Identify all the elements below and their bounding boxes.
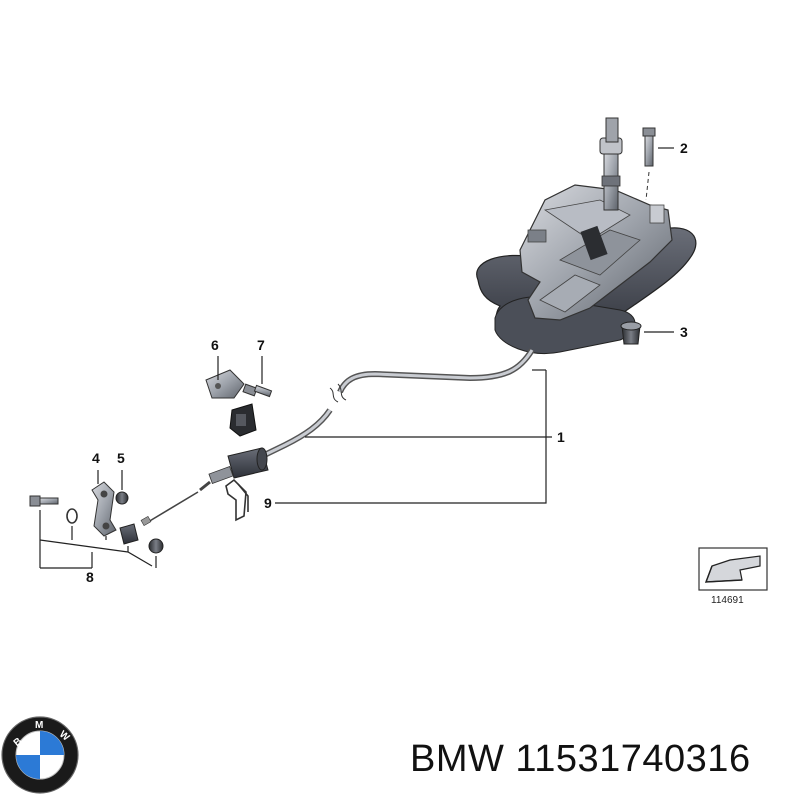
bracket-part-6 — [205, 356, 245, 399]
callout-8: 8 — [86, 569, 94, 585]
part-number-title: BMW 11531740316 — [410, 738, 751, 780]
gear-selector-housing — [476, 117, 697, 354]
direction-reference-box — [698, 547, 768, 591]
kit-part-8 — [29, 495, 164, 569]
bmw-logo-icon: B M W — [1, 716, 79, 794]
clip-part-9 — [225, 478, 249, 522]
callout-2: 2 — [680, 140, 688, 156]
callout-5: 5 — [117, 450, 125, 466]
callout-3: 3 — [680, 324, 688, 340]
callout-9: 9 — [264, 495, 272, 511]
logo-letter-m: M — [35, 720, 43, 731]
callout-4: 4 — [92, 450, 100, 466]
selector-cable-part-1 — [140, 348, 535, 527]
bolt-part-7 — [242, 356, 273, 398]
bolt-part-2 — [642, 127, 656, 201]
callout-1: 1 — [557, 429, 565, 445]
nut-part-5 — [115, 470, 129, 505]
lever-part-4 — [91, 470, 117, 537]
leader-line-1-bracket — [275, 370, 547, 504]
rubber-mount — [229, 403, 257, 437]
grommet-part-3 — [620, 321, 642, 345]
callout-7: 7 — [257, 337, 265, 353]
reference-number: 114691 — [711, 595, 744, 606]
callout-6: 6 — [211, 337, 219, 353]
